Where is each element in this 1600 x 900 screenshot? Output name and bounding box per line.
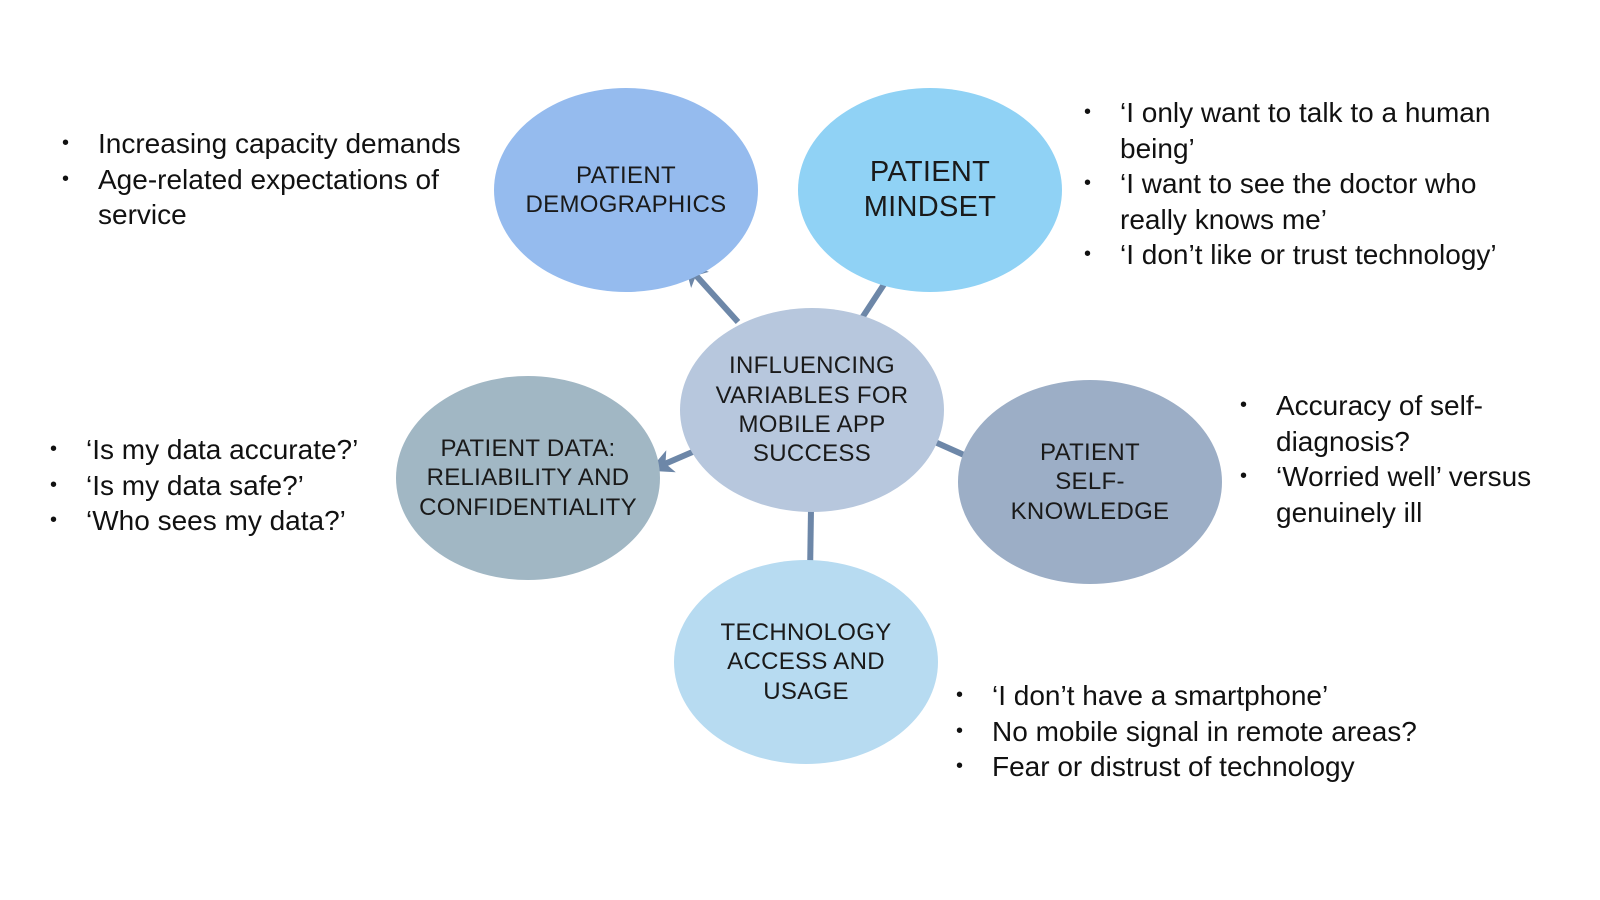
bullet-dot-icon: • [956,684,964,706]
bullet-item: • ‘Who sees my data?’ [50,503,390,539]
node-data-line: CONFIDENTIALITY [419,493,637,521]
bullet-dot-icon: • [50,509,58,531]
bullet-text: No mobile signal in remote areas? [992,715,1417,747]
bullet-text: ‘Who sees my data?’ [86,505,346,536]
bullet-item: • ‘Worried well’ versus genuinely ill [1240,459,1580,530]
bullet-dot-icon: • [956,719,964,742]
bullet-item: • ‘I don’t like or trust technology’ [1084,237,1514,273]
arrow-to-demographics [683,262,741,325]
node-demographics-line: PATIENT [576,161,676,189]
bullet-text: ‘I only want to talk to a human being’ [1120,97,1491,164]
bullet-text: ‘Is my data accurate?’ [86,434,359,465]
bullet-text: Increasing capacity demands [98,128,461,159]
bullet-item: • Accuracy of self-diagnosis? [1240,388,1580,459]
bullet-dot-icon: • [50,438,58,460]
bullet-item: • ‘Is my data safe?’ [50,468,390,504]
bullet-item: • No mobile signal in remote areas? [956,714,1516,750]
node-self-knowledge-line: KNOWLEDGE [1010,497,1170,525]
bullet-dot-icon: • [956,755,964,777]
technology-bullets: • ‘I don’t have a smartphone’ • No mobile … [956,678,1516,785]
bullet-item: • ‘I only want to talk to a human being’ [1084,95,1514,166]
bullet-text: ‘Is my data safe?’ [86,469,304,501]
node-center-line: SUCCESS [752,440,872,468]
self-knowledge-bullets: • Accuracy of self-diagnosis? • ‘Worried w… [1240,388,1580,530]
node-center: INFLUENCING VARIABLES FOR MOBILE APP SUC… [680,308,944,512]
bullet-text: Accuracy of self-diagnosis? [1276,390,1483,457]
node-mindset-line: MINDSET [863,191,997,223]
bullet-text: Fear or distrust of technology [992,751,1355,782]
node-center-line: INFLUENCING [729,352,895,380]
bullet-text: ‘I want to see the doctor who really kno… [1120,168,1477,235]
node-self-knowledge-line: PATIENT [1040,439,1140,467]
bullet-text: Age-related expectations of service [98,163,439,231]
node-center-line: VARIABLES FOR [715,381,909,409]
bullet-dot-icon: • [50,473,58,496]
bullet-dot-icon: • [1240,394,1248,416]
node-self-knowledge: PATIENT SELF- KNOWLEDGE [958,380,1222,584]
node-center-line: MOBILE APP [738,411,886,438]
node-demographics: PATIENT DEMOGRAPHICS [494,88,758,292]
node-self-knowledge-line: SELF- [1055,468,1125,496]
node-technology-line: USAGE [763,677,849,705]
node-mindset: PATIENT MINDSET [798,88,1062,292]
bullet-item: • ‘I don’t have a smartphone’ [956,678,1516,714]
node-data-line: PATIENT DATA: [440,435,616,463]
bullet-item: • ‘Is my data accurate?’ [50,432,390,468]
node-technology: TECHNOLOGY ACCESS AND USAGE [674,560,938,764]
bullet-dot-icon: • [1084,101,1092,123]
node-technology-line: TECHNOLOGY [720,619,892,647]
bullet-item: • Increasing capacity demands [62,126,462,162]
bullet-dot-icon: • [62,167,70,190]
bullet-item: • Fear or distrust of technology [956,749,1516,785]
bullet-dot-icon: • [1240,465,1248,487]
demographics-bullets: • Increasing capacity demands • Age-relate… [62,126,462,233]
node-mindset-line: PATIENT [869,155,991,188]
bullet-text: ‘I don’t like or trust technology’ [1120,239,1497,270]
node-technology-line: ACCESS AND [727,648,885,676]
node-data-line: RELIABILITY AND [426,464,630,492]
bullet-dot-icon: • [1084,243,1092,265]
bullet-item: • ‘I want to see the doctor who really kn… [1084,166,1514,237]
mindset-bullets: •‘I only want to talk to a human being’ … [1084,95,1514,273]
bullet-text: ‘Worried well’ versus genuinely ill [1276,461,1532,528]
bullet-dot-icon: • [62,132,70,154]
node-demographics-line: DEMOGRAPHICS [525,191,727,218]
bullet-text: ‘I don’t have a smartphone’ [992,680,1329,711]
node-data: PATIENT DATA: RELIABILITY AND CONFIDENTI… [396,376,660,580]
bullet-dot-icon: • [1084,172,1092,194]
bullet-item: • Age-related expectations of service [62,162,462,233]
data-bullets: • ‘Is my data accurate?’ • ‘Is my data saf… [50,432,390,539]
